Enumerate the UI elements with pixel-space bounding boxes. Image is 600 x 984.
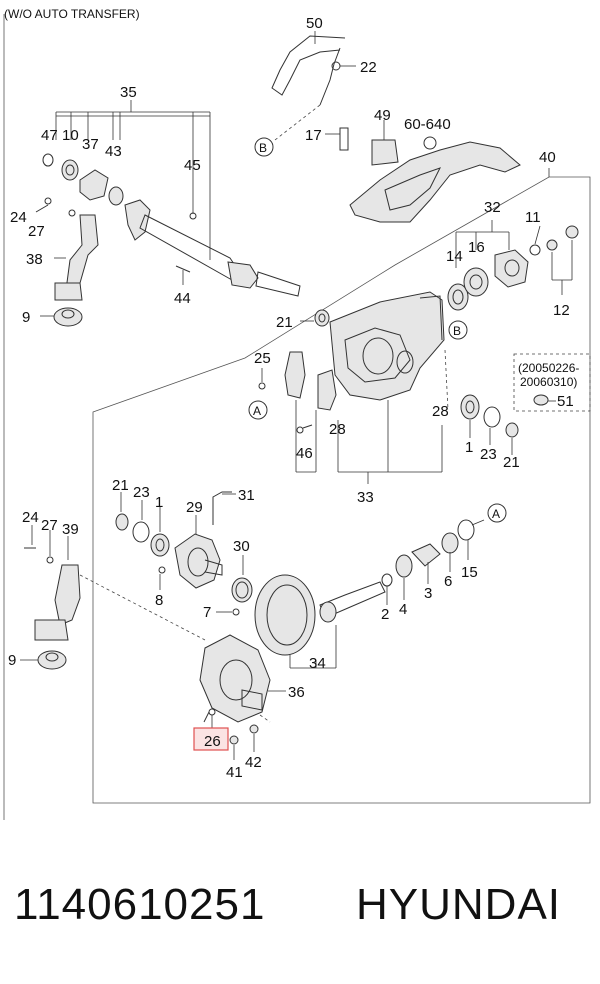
label-22: 22 [360, 59, 377, 76]
label-27-upper: 27 [28, 223, 45, 240]
part-26-bolt [203, 708, 216, 728]
label-44: 44 [174, 290, 191, 307]
label-43: 43 [105, 143, 122, 160]
label-35: 35 [120, 84, 137, 101]
svg-text:B: B [259, 141, 267, 155]
label-11: 11 [525, 209, 541, 226]
assembly-frame [92, 176, 591, 804]
callout-a-right: A [487, 503, 507, 523]
label-24-upper: 24 [10, 209, 27, 226]
svg-text:A: A [492, 507, 500, 521]
label-29: 29 [186, 499, 203, 516]
label-9-upper: 9 [22, 309, 30, 326]
pinion-parts [381, 519, 485, 605]
label-28-left: 28 [329, 421, 346, 438]
label-39: 39 [62, 521, 79, 538]
label-49: 49 [374, 107, 391, 124]
label-50: 50 [306, 15, 323, 32]
label-33: 33 [357, 489, 374, 506]
carrier-brackets [258, 349, 449, 434]
label-8: 8 [155, 592, 163, 609]
label-16: 16 [468, 239, 485, 256]
label-27-lower: 27 [41, 517, 58, 534]
seal-21-upper [300, 309, 330, 327]
rear-cover [199, 634, 286, 723]
date-range-line1: (20050226- [518, 361, 579, 375]
label-47: 47 [41, 127, 58, 144]
label-26: 26 [204, 733, 221, 750]
label-40: 40 [539, 149, 556, 166]
label-23-lower: 23 [133, 484, 150, 501]
part-footer: 1140610251 HYUNDAI [0, 880, 600, 950]
diff-carrier [329, 291, 445, 401]
label-60-640: 60-640 [404, 116, 451, 133]
label-1-right: 1 [465, 439, 473, 456]
label-14: 14 [446, 248, 463, 265]
header-note: (W/O AUTO TRANSFER) [4, 7, 140, 21]
label-10: 10 [62, 127, 79, 144]
label-24-lower: 24 [22, 509, 39, 526]
diff-case [158, 515, 223, 590]
label-34: 34 [309, 655, 326, 672]
label-46: 46 [296, 445, 313, 462]
label-25: 25 [254, 350, 271, 367]
callout-b-top: B [254, 137, 274, 157]
label-1-lower: 1 [155, 494, 163, 511]
label-15: 15 [461, 564, 478, 581]
label-38: 38 [26, 251, 43, 268]
callout-b-mid: B [448, 320, 468, 340]
flange-group [447, 220, 579, 311]
part-number: 1140610251 [14, 880, 266, 929]
drain-plugs [229, 724, 259, 760]
label-32: 32 [484, 199, 501, 216]
label-17: 17 [305, 127, 322, 144]
label-9-lower: 9 [8, 652, 16, 669]
label-21-upper: 21 [276, 314, 293, 331]
mount-upper [35, 197, 99, 327]
label-21-right: 21 [503, 454, 520, 471]
parts-diagram: (W/O AUTO TRANSFER) 50 22 B 35 47 10 37 … [3, 7, 591, 820]
bracket-35 [55, 100, 211, 260]
ring-gear [254, 574, 386, 669]
part-26-highlight [193, 727, 229, 751]
label-31: 31 [238, 487, 255, 504]
drive-shaft [42, 153, 301, 297]
callout-a-left: A [248, 400, 268, 420]
bearings-right-upper [460, 394, 519, 455]
label-4: 4 [399, 601, 407, 618]
label-37: 37 [82, 136, 99, 153]
label-21-lower: 21 [112, 477, 129, 494]
label-30: 30 [233, 538, 250, 555]
bearings-left-lower [115, 492, 170, 557]
label-7: 7 [203, 604, 211, 621]
label-42: 42 [245, 754, 262, 771]
crossmember [325, 120, 550, 223]
label-45: 45 [184, 157, 201, 174]
mount-lower [20, 525, 206, 670]
label-36: 36 [288, 684, 305, 701]
breather-hose [271, 31, 356, 141]
label-6: 6 [444, 573, 452, 590]
label-41: 41 [226, 764, 243, 781]
ring-30 [216, 555, 253, 616]
svg-text:A: A [253, 404, 261, 418]
label-3: 3 [424, 585, 432, 602]
bracket-33 [295, 400, 443, 484]
brand-name: HYUNDAI [356, 880, 562, 929]
label-12: 12 [553, 302, 570, 319]
label-23-right: 23 [480, 446, 497, 463]
date-range-line2: 20060310) [520, 375, 577, 389]
label-51: 51 [557, 393, 574, 410]
breather-tube [212, 491, 236, 525]
label-28-right: 28 [432, 403, 449, 420]
date-range-box: (20050226- 20060310) [513, 353, 591, 412]
label-2: 2 [381, 606, 389, 623]
svg-text:B: B [453, 324, 461, 338]
